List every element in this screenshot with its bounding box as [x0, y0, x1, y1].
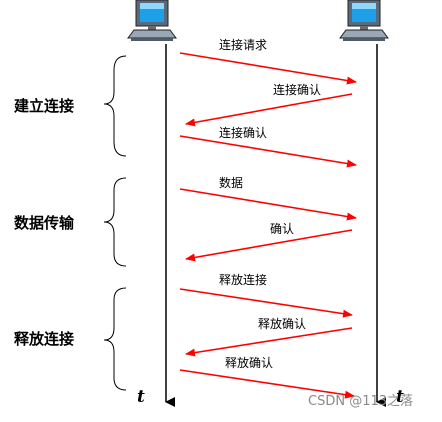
message-arrow — [179, 135, 357, 168]
message-arrow — [185, 229, 353, 262]
phase-brace-release — [103, 287, 127, 391]
message-arrow — [179, 52, 357, 85]
message-label: 释放确认 — [258, 316, 306, 331]
message-label: 连接确认 — [273, 82, 321, 97]
message-arrow — [179, 188, 357, 221]
message-arrow — [185, 327, 353, 357]
message-label: 确认 — [270, 222, 294, 236]
message-arrow — [179, 369, 355, 399]
message-label: 连接确认 — [219, 125, 267, 140]
phase-brace-connect — [103, 55, 127, 157]
phase-brace-transfer — [103, 177, 127, 267]
phase-label-release: 释放连接 — [14, 330, 74, 348]
message-label: 释放连接 — [219, 272, 267, 287]
message-label: 数据 — [219, 175, 243, 190]
computer-icon — [127, 0, 177, 41]
timeline-label-right: t — [396, 387, 404, 407]
message-label: 释放确认 — [225, 355, 273, 370]
phase-label-connect: 建立连接 — [14, 97, 74, 115]
message-label: 连接请求 — [219, 37, 267, 52]
computer-icon — [339, 0, 389, 41]
timeline-label-left: t — [137, 387, 145, 407]
phase-label-transfer: 数据传输 — [14, 214, 75, 232]
watermark: CSDN @113之落 — [308, 394, 413, 409]
message-arrow — [185, 93, 353, 127]
message-arrow — [179, 288, 353, 318]
